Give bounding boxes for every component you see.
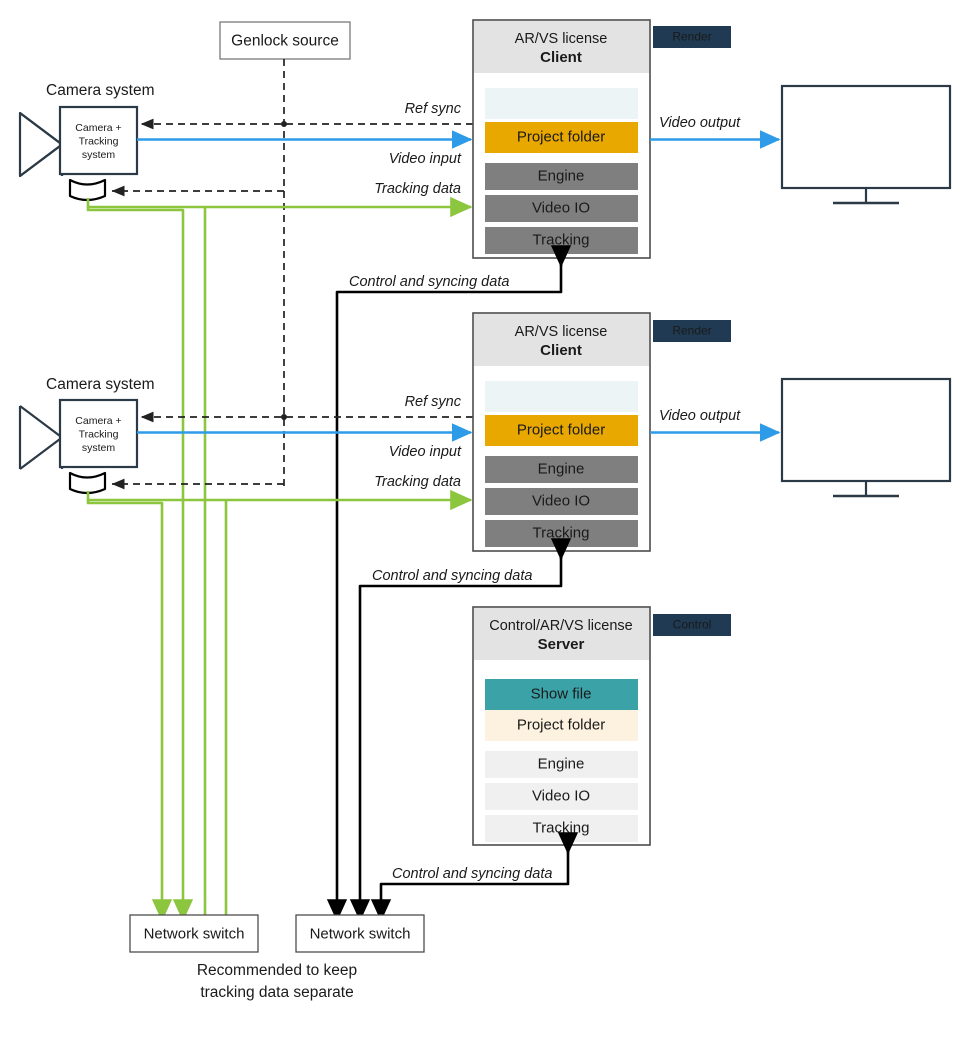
server-role-label: Server [538,636,585,653]
control-line-client-2 [349,551,563,922]
camera-2-body-line-1: Camera + [75,415,121,427]
tracking-data-label-2: Tracking data [374,474,461,490]
client-node-2[interactable]: AR/VS license Client Project folder Engi… [472,312,651,552]
monitor-1 [780,84,952,205]
client-2-row-video-io[interactable] [485,488,638,515]
control-label-1: Control and syncing data [349,274,509,290]
control-line-client-1 [326,258,563,922]
camera-system-1-title: Camera system [46,82,155,99]
control-label-2: Control and syncing data [372,568,532,584]
client-2-license-label: AR/VS license [515,324,608,340]
note-line-2: tracking data separate [200,984,353,1001]
client-1-tracking-label: Tracking [533,231,590,248]
client-2-render-badge: Render [653,320,731,342]
video-input-label-2: Video input [389,444,462,460]
client-1-license-label: AR/VS license [515,31,608,47]
client-2-project-folder-label: Project folder [517,421,605,438]
ref-sync-label-2: Ref sync [405,394,462,410]
tracking-data-label-1: Tracking data [374,181,461,197]
server-project-folder-label: Project folder [517,716,605,733]
tracking-branch-1a [86,207,194,922]
client-node-1[interactable]: AR/VS license Client Project folder Engi… [472,19,651,259]
camera-1-body-line-3: system [82,149,116,161]
client-2-video-io-label: Video IO [532,492,590,509]
video-output-label-1: Video output [659,115,741,131]
server-row-show-file[interactable] [485,679,638,710]
server-control-badge: Control [653,614,731,636]
server-row-video-io[interactable] [485,783,638,810]
client-2-engine-label: Engine [538,460,585,477]
client-2-tracking-label: Tracking [533,524,590,541]
camera-1-body-line-2: Tracking [79,135,119,147]
tracking-data-line-1 [86,196,473,218]
camera-1-body-line-1: Camera + [75,122,121,134]
video-output-label-2: Video output [659,408,741,424]
network-switch-control[interactable]: Network switch [295,914,425,953]
network-switch-2-label: Network switch [310,925,411,942]
control-line-server [370,845,570,922]
camera-2-tracking-sensor [68,471,107,495]
client-1-row-video-io[interactable] [485,195,638,222]
note-line-1: Recommended to keep [197,962,357,979]
client-1-row-empty[interactable] [485,88,638,119]
genlock-junction-2 [281,414,287,420]
client-1-render-badge: Render [653,26,731,48]
client-2-row-empty[interactable] [485,381,638,412]
server-show-file-label: Show file [531,685,592,702]
control-label-server: Control and syncing data [392,866,552,882]
server-badge-label: Control [673,618,712,632]
server-engine-label: Engine [538,755,585,772]
client-1-video-io-label: Video IO [532,199,590,216]
camera-system-2-title: Camera system [46,376,155,393]
camera-2-body-line-3: system [82,442,116,454]
client-1-project-folder-label: Project folder [517,128,605,145]
server-license-label: Control/AR/VS license [489,618,632,634]
genlock-junction-1 [281,121,287,127]
network-switch-tracking[interactable]: Network switch [129,914,259,953]
camera-1-tracking-sensor [68,178,107,202]
tracking-data-line-2 [86,489,473,511]
client-2-role-label: Client [540,342,582,359]
ref-sync-label-1: Ref sync [405,101,462,117]
server-row-engine[interactable] [485,751,638,778]
tracking-branch-2a [86,500,173,922]
genlock-source-label: Genlock source [231,33,339,50]
client-1-role-label: Client [540,49,582,66]
genlock-source-node: Genlock source [219,21,351,60]
client-1-row-engine[interactable] [485,163,638,190]
network-switch-1-label: Network switch [144,925,245,942]
server-tracking-label: Tracking [533,819,590,836]
server-row-project-folder[interactable] [485,710,638,741]
client-2-row-engine[interactable] [485,456,638,483]
camera-system-1: Camera system Camera + Tracking system [18,82,155,202]
server-node[interactable]: Control/AR/VS license Server Show file P… [472,606,651,846]
client-1-badge-label: Render [672,30,711,44]
camera-system-2: Camera system Camera + Tracking system [18,376,155,495]
client-2-row-project-folder[interactable] [485,415,638,446]
server-video-io-label: Video IO [532,787,590,804]
client-2-badge-label: Render [672,324,711,338]
client-1-row-project-folder[interactable] [485,122,638,153]
monitor-2 [780,377,952,498]
client-1-engine-label: Engine [538,167,585,184]
video-input-label-1: Video input [389,151,462,167]
camera-2-body-line-2: Tracking [79,428,119,440]
